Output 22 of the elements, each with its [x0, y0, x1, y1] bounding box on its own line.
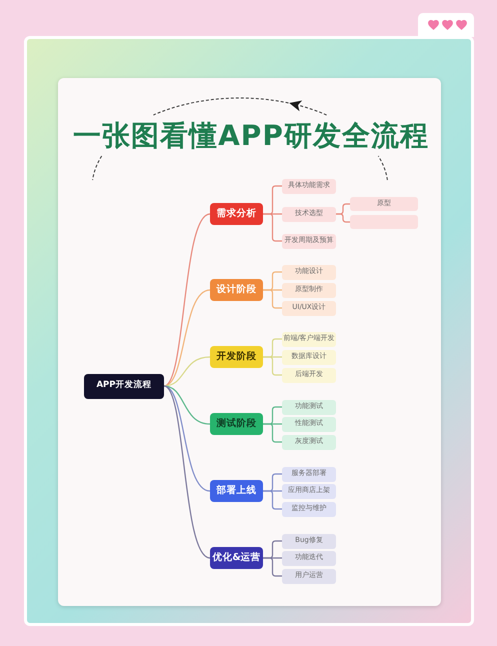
subtopic-box	[350, 215, 418, 229]
connector-line	[164, 356, 210, 387]
connector-line	[263, 289, 282, 309]
connector-line	[164, 385, 210, 492]
stage-box: 部署上线	[210, 480, 263, 502]
connector-line	[263, 557, 282, 577]
connector-line	[164, 386, 210, 559]
connector-line	[263, 213, 282, 242]
central-topic-box: APP开发流程	[84, 374, 164, 398]
stage-box: 优化&运营	[210, 547, 263, 569]
connector-line	[263, 490, 282, 510]
stage-box: 设计阶段	[210, 279, 263, 301]
connector-line	[263, 423, 282, 443]
connector-line	[164, 289, 210, 387]
connector-line	[336, 213, 350, 223]
stage-box: 测试阶段	[210, 413, 263, 435]
stage-box: 开发阶段	[210, 346, 263, 368]
title: 一张图看懂APP研发全流程	[73, 119, 429, 153]
connector-line	[164, 385, 210, 425]
connector-line	[164, 213, 210, 386]
stage-box: 需求分析	[210, 203, 263, 225]
connector-line	[263, 356, 282, 376]
